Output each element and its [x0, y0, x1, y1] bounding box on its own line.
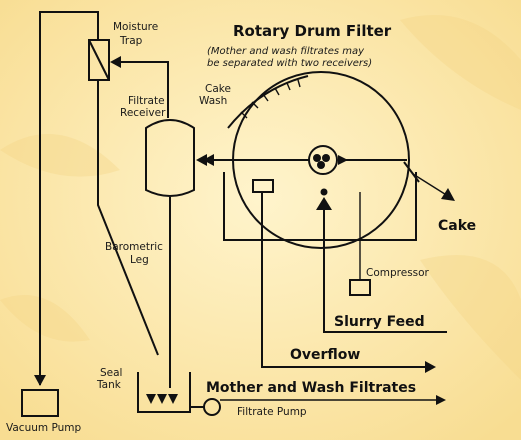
compressor-label: Compressor [366, 267, 430, 279]
cake-label: Cake [438, 218, 476, 234]
overflow-line [261, 192, 436, 373]
vacuum-line [34, 11, 99, 386]
barometric-leg-label-1: Barometric [105, 241, 163, 253]
overflow-label: Overflow [290, 347, 360, 363]
cake-wash-label-1: Cake [205, 83, 231, 95]
mother-wash-filtrates-label: Mother and Wash Filtrates [206, 380, 416, 396]
trap-drain-line [97, 80, 159, 356]
compressor [349, 192, 371, 296]
filtrate-pump-label: Filtrate Pump [237, 406, 307, 418]
cake-wash-spray [227, 75, 309, 129]
trap-receiver-line [110, 56, 169, 118]
title: Rotary Drum Filter [233, 22, 392, 40]
background-leaves [0, 15, 521, 380]
barometric-leg-label-2: Leg [130, 254, 149, 266]
filtrate-receiver-label-2: Receiver [120, 107, 166, 119]
seal-tank [137, 372, 191, 413]
moisture-trap-label-2: Trap [119, 35, 143, 47]
seal-tank-label-2: Tank [96, 379, 122, 391]
filtrate-receiver [145, 119, 195, 197]
moisture-trap-label-1: Moisture [113, 21, 158, 33]
slurry-feed-label: Slurry Feed [334, 314, 425, 330]
vacuum-pump-label: Vacuum Pump [6, 422, 81, 434]
filtrate-receiver-label-1: Filtrate [128, 95, 165, 107]
cake-discharge [403, 161, 455, 201]
subtitle-line-2: be separated with two receivers) [207, 58, 372, 69]
cake-wash-label-2: Wash [199, 95, 227, 107]
vacuum-pump [21, 389, 59, 417]
filtrate-pump [190, 395, 446, 416]
slurry-feed-line [323, 210, 447, 333]
drum-receiver-line [196, 154, 309, 166]
subtitle-line-1: (Mother and wash filtrates may [207, 46, 365, 57]
seal-tank-label-1: Seal [100, 367, 122, 379]
